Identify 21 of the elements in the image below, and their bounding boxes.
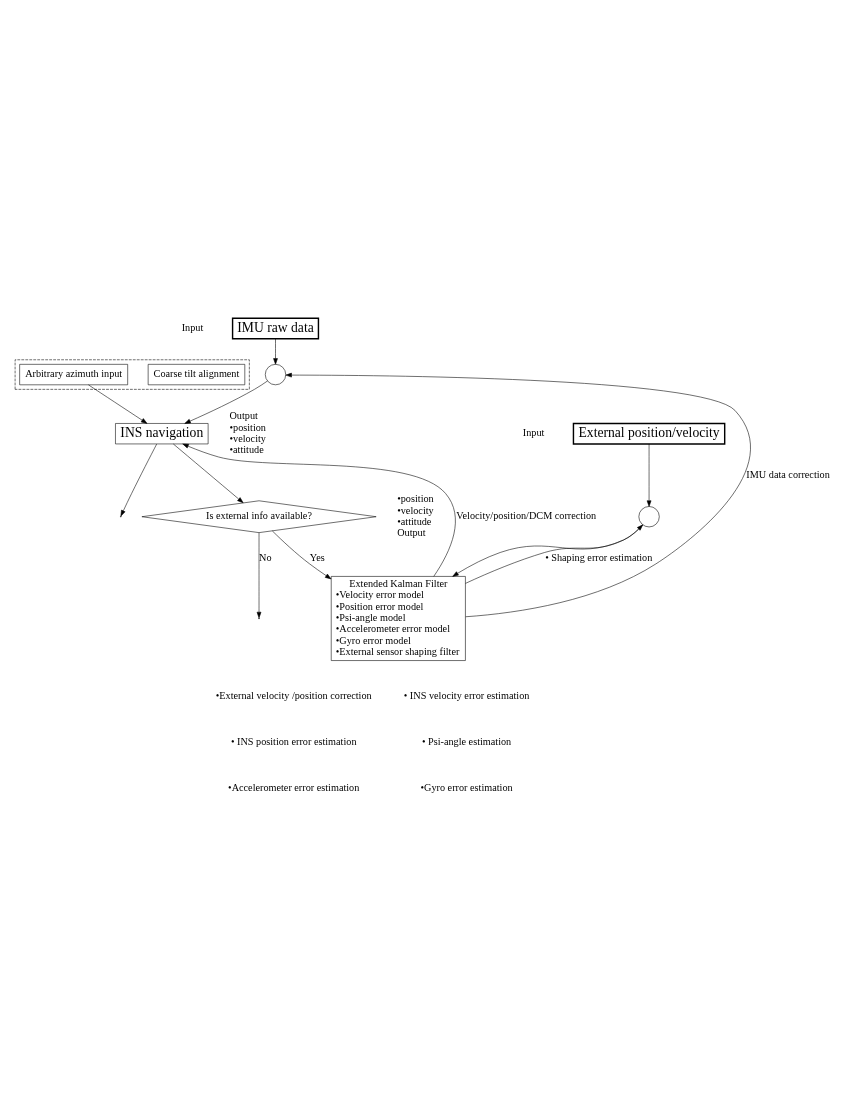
edge-label: IMU data correction [746,468,830,480]
edge-label: No [259,551,272,563]
edge-label: Velocity/position/DCM correction [456,509,597,521]
node-label: Input [181,321,204,333]
label: •External velocity /position correction [215,689,372,701]
label: •Accelerometer error estimation [228,781,360,793]
node-label: •velocity [397,504,434,516]
label: • INS position error estimation [230,735,357,747]
label: •Gyro error estimation [420,781,513,793]
node-label: •attitude [397,515,432,527]
edge-label: Yes [309,551,325,563]
node-label: •position [397,492,434,504]
label: • Psi-angle estimation [421,735,512,747]
node-label: Input [522,426,545,438]
edge-label: • Shaping error estimation [545,551,653,563]
node-label: Output [229,409,258,421]
node-label: •position [229,421,266,433]
label: • INS velocity error estimation [403,689,530,701]
node-label: •velocity [229,432,266,444]
node-label: •attitude [229,443,264,455]
node-label: Output [397,526,426,538]
